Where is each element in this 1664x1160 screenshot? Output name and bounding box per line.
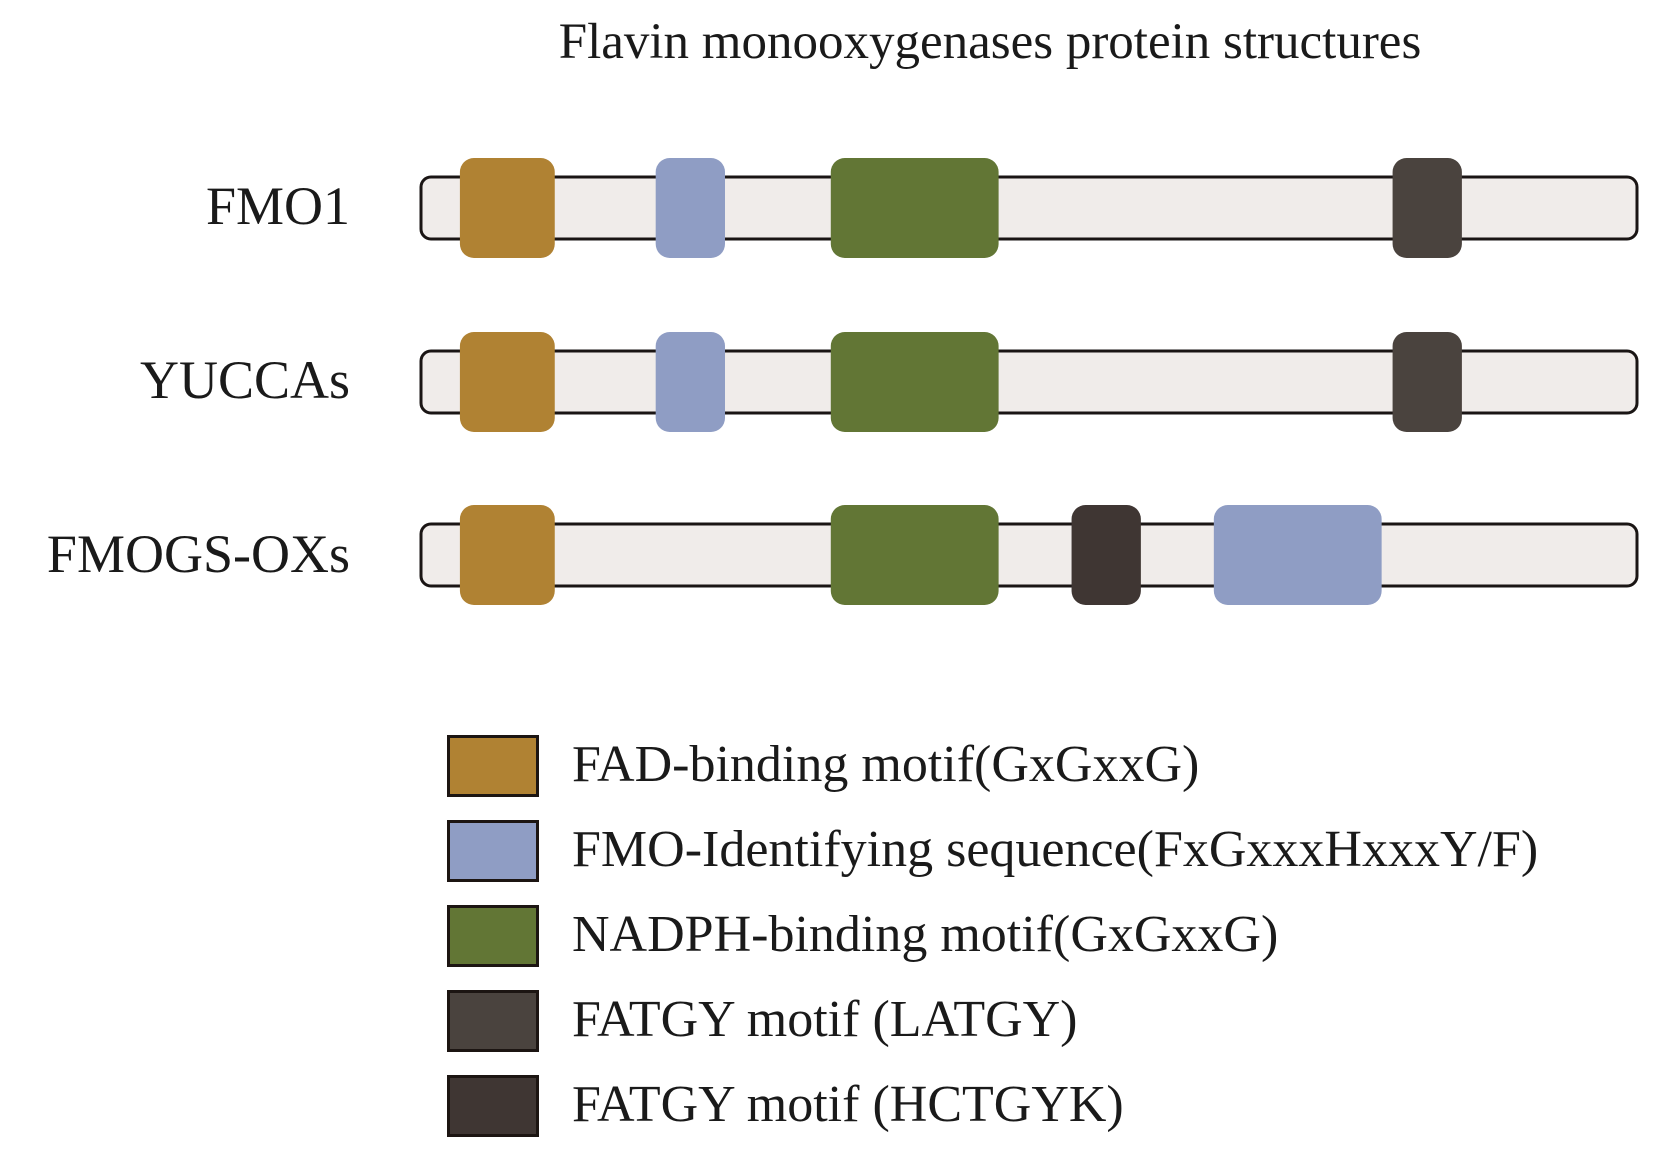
domain-nadph	[830, 158, 999, 258]
legend-label-fatgy-hctgyk: FATGY motif (HCTGYK)	[572, 1076, 1124, 1133]
protein-row-yuccas	[419, 332, 1639, 432]
legend-swatch-nadph	[447, 905, 539, 967]
protein-track-fmogs-oxs	[419, 522, 1639, 588]
protein-row-fmogs-oxs	[419, 505, 1639, 605]
domain-fad	[459, 158, 555, 258]
legend-label-fmo-identifying: FMO-Identifying sequence(FxGxxxHxxxY/F)	[572, 821, 1539, 878]
legend-swatch-fad	[447, 735, 539, 797]
domain-fatgy-latgy	[1392, 332, 1462, 432]
domain-fmo-id	[655, 158, 725, 258]
domain-fad	[459, 332, 555, 432]
domain-fmo-id	[655, 332, 725, 432]
protein-row-fmo1	[419, 158, 1639, 258]
domain-nadph	[830, 505, 999, 605]
legend-label-nadph: NADPH-binding motif(GxGxxG)	[572, 906, 1279, 963]
legend-swatch-fmo-identifying	[447, 820, 539, 882]
domain-fatgy-latgy	[1392, 158, 1462, 258]
legend-swatch-fatgy-hctgyk	[447, 1075, 539, 1137]
diagram-title: Flavin monooxygenases protein structures	[558, 14, 1422, 70]
protein-label-fmogs-oxs: FMOGS-OXs	[46, 524, 350, 584]
protein-label-yuccas: YUCCAs	[139, 350, 350, 410]
domain-fad	[459, 505, 555, 605]
domain-fmo-id	[1213, 505, 1382, 605]
legend-swatch-fatgy-latgy	[447, 990, 539, 1052]
domain-nadph	[830, 332, 999, 432]
protein-structure-diagram	[419, 158, 1639, 605]
legend-label-fatgy-latgy: FATGY motif (LATGY)	[572, 991, 1078, 1048]
protein-label-fmo1: FMO1	[205, 176, 350, 236]
legend-label-fad: FAD-binding motif(GxGxxG)	[572, 736, 1200, 793]
domain-fatgy-hctgyk	[1071, 505, 1141, 605]
